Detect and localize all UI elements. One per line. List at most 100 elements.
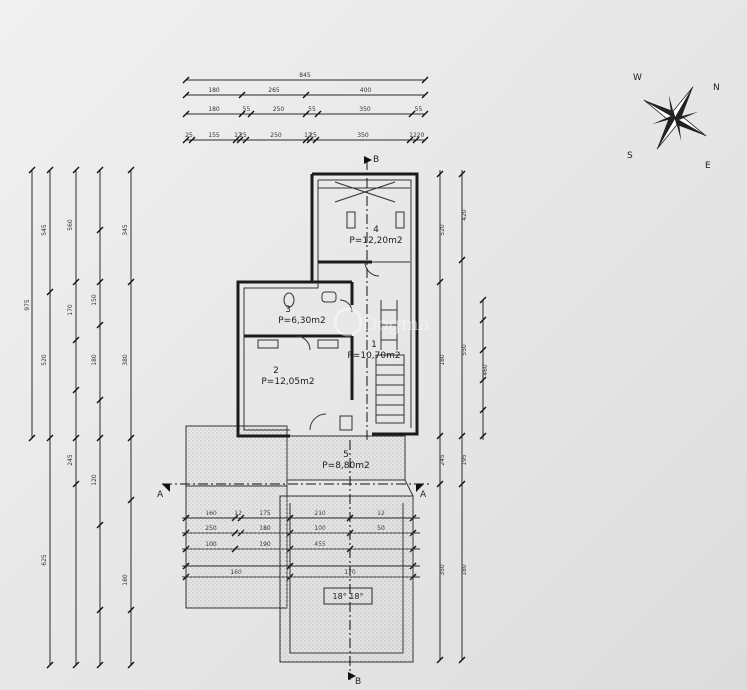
dimension-tick — [28, 166, 36, 174]
left-dim-label: 560 — [67, 219, 74, 231]
dimension-tick — [306, 136, 314, 144]
right-dim-label: 180 — [461, 564, 468, 576]
dimension-tick — [247, 110, 255, 118]
right-dim-label: 520 — [439, 224, 446, 236]
left-total-dim: 975 — [24, 299, 31, 311]
dimension-tick — [236, 136, 244, 144]
dimension-tick — [302, 91, 310, 99]
dimension-tick — [72, 661, 80, 669]
top-dim-label: 250 — [273, 106, 285, 113]
entry-terrace — [286, 435, 406, 481]
lower-terrace — [279, 495, 414, 663]
dimension-tick — [127, 661, 135, 669]
room-5-number: 5 — [343, 450, 349, 460]
right-dim-label: 195 — [461, 454, 468, 466]
room-1-number: 1 — [371, 340, 377, 350]
dimension-tick — [242, 136, 250, 144]
dimension-tick — [28, 434, 36, 442]
dimension-tick — [412, 136, 420, 144]
left-dim-label: 345 — [122, 224, 129, 236]
top-dim-label: 250 — [270, 132, 282, 139]
dimension-tick — [458, 656, 466, 664]
top-dim-label: 25 — [309, 132, 317, 139]
dimension-tick — [72, 386, 80, 394]
toilet-symbol — [283, 292, 295, 308]
dimension-tick — [421, 91, 429, 99]
top-dim-label: 400 — [360, 87, 372, 94]
dimension-tick — [238, 91, 246, 99]
dimension-tick — [479, 432, 487, 440]
compass-w: W — [633, 73, 642, 83]
dimension-tick — [406, 136, 414, 144]
top-dim-label: 180 — [208, 87, 220, 94]
room-2-area: P=12,05m2 — [261, 377, 314, 387]
left-dim-label: 180 — [122, 574, 129, 586]
dimension-tick — [436, 432, 444, 440]
compass-s: S — [627, 151, 633, 161]
right-dim-label: 180 — [439, 354, 446, 366]
dimension-tick — [408, 110, 416, 118]
dimension-tick — [302, 136, 310, 144]
staircase — [375, 300, 405, 424]
section-lines: A A B B — [157, 155, 430, 687]
top-dim-label: 350 — [359, 106, 371, 113]
dimension-tick — [127, 166, 135, 174]
top-dim-row1: 845 — [299, 72, 311, 79]
top-dim-label: 25 — [239, 132, 247, 139]
top-dim-label: 12 — [409, 132, 417, 139]
dimension-tick — [182, 76, 190, 84]
left-terrace — [185, 425, 288, 609]
compass-n: N — [713, 83, 720, 93]
room-labels: 4 P=12,20m2 3 P=6,30m2 1 P=10,70m2 2 P=1… — [261, 225, 402, 471]
stair-slope-label: 18° 18° — [333, 592, 364, 601]
top-dim-label: 12 — [304, 132, 312, 139]
dimension-tick — [127, 434, 135, 442]
dimension-tick — [46, 434, 54, 442]
right-dim-label: 350 — [439, 564, 446, 576]
dimension-tick — [96, 661, 104, 669]
left-dim-label: 120 — [91, 474, 98, 486]
left-dim-label: 545 — [41, 224, 48, 236]
right-dim-label: 420 — [461, 209, 468, 221]
dimension-tick — [436, 278, 444, 286]
dimension-tick — [127, 278, 135, 286]
left-dim-label: 380 — [122, 354, 129, 366]
dimension-tick — [312, 136, 320, 144]
dimension-tick — [96, 434, 104, 442]
top-dim-label: 180 — [208, 106, 220, 113]
room-4-number: 4 — [373, 225, 379, 235]
dimension-tick — [458, 256, 466, 264]
dimension-tick — [479, 376, 487, 384]
dimension-tick — [96, 278, 104, 286]
dimension-tick — [479, 316, 487, 324]
top-dim-label: 12 — [234, 132, 242, 139]
dimension-tick — [302, 110, 310, 118]
north-compass-icon: W N S E — [627, 73, 720, 171]
compass-e: E — [705, 161, 711, 171]
dimension-tick — [127, 496, 135, 504]
dimension-tick — [72, 434, 80, 442]
dimension-tick — [188, 136, 196, 144]
dimension-tick — [458, 432, 466, 440]
left-dim-label: 520 — [41, 354, 48, 366]
building-walls — [236, 172, 419, 438]
left-dim-label: 245 — [67, 454, 74, 466]
dimension-tick — [238, 110, 246, 118]
top-dim-label: 55 — [243, 106, 251, 113]
section-b-top: B — [373, 155, 379, 165]
top-dim-label: 55 — [415, 106, 423, 113]
dimension-tick — [72, 480, 80, 488]
section-b-bottom: B — [355, 677, 361, 687]
top-dim-label: 265 — [268, 87, 280, 94]
dimension-tick — [127, 606, 135, 614]
room-3-number: 3 — [285, 305, 291, 315]
stair-slope-box: 18° 18° — [323, 587, 373, 605]
left-dim-label: 150 — [91, 294, 98, 306]
watermark: Dogma — [333, 307, 430, 337]
dimension-tick — [96, 321, 104, 329]
dimension-tick — [46, 166, 54, 174]
